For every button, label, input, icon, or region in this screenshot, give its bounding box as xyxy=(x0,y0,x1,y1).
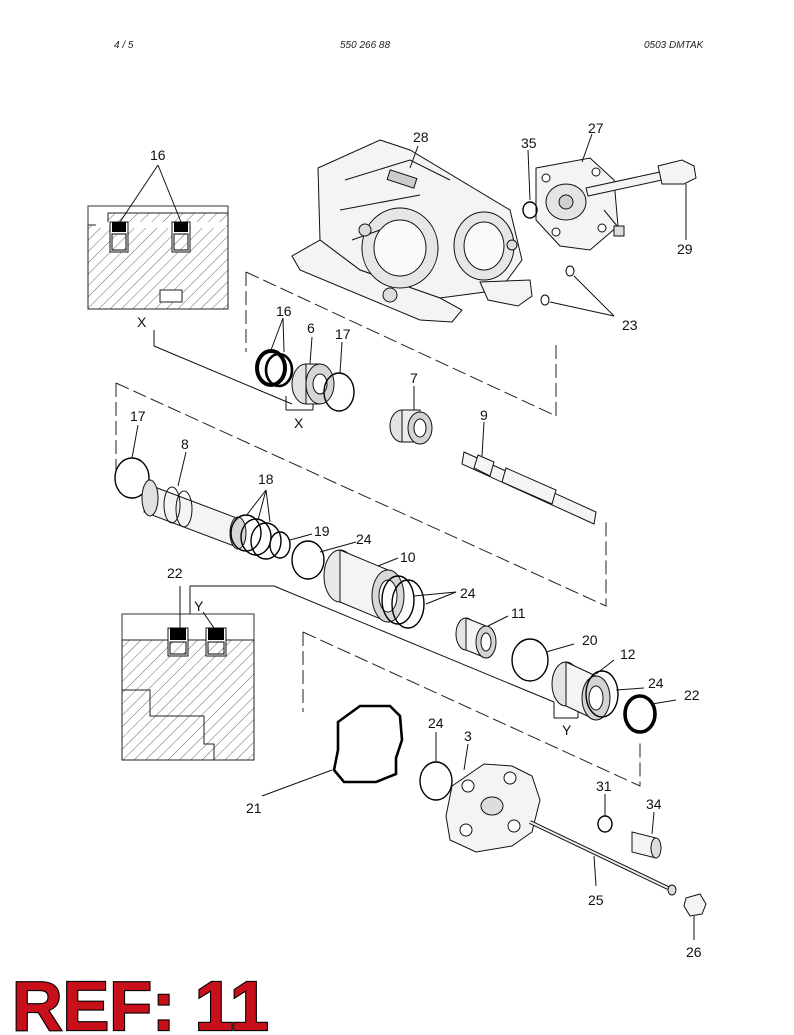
sleeve-part-11 xyxy=(455,615,509,659)
callout-3: 3 xyxy=(464,728,472,744)
detail-marker-y-target: Y xyxy=(562,722,572,738)
detail-marker-x-target: X xyxy=(294,415,304,431)
seal-detail-x xyxy=(87,164,229,310)
cover-part-27 xyxy=(535,133,625,251)
plug-part-34 xyxy=(631,811,662,859)
detail-marker-y: Y xyxy=(194,598,204,614)
ref-stamp: REF: 11 xyxy=(12,967,269,1035)
ring-part-24d xyxy=(419,732,453,801)
callout-17: 17 xyxy=(335,326,351,342)
callout-24: 24 xyxy=(356,531,372,547)
seal-part-16 xyxy=(255,317,294,388)
detail-marker-x: X xyxy=(137,314,147,330)
callout-31: 31 xyxy=(596,778,612,794)
callout-19: 19 xyxy=(314,523,330,539)
callout-16-detail: 16 xyxy=(150,147,166,163)
cover-part-3 xyxy=(445,743,541,853)
callout-16: 16 xyxy=(276,303,292,319)
housing-part-28 xyxy=(291,139,533,323)
callout-18: 18 xyxy=(258,471,274,487)
callout-22: 22 xyxy=(684,687,700,703)
callout-26: 26 xyxy=(686,944,702,960)
callout-7: 7 xyxy=(410,370,418,386)
page-number: 4 / 5 xyxy=(114,40,134,51)
sleeve-part-12 xyxy=(551,659,615,721)
gasket-part-21 xyxy=(261,704,404,797)
shaft-part-9 xyxy=(461,421,597,525)
callout-8: 8 xyxy=(181,436,189,452)
callout-17-lower: 17 xyxy=(130,408,146,424)
callout-23: 23 xyxy=(622,317,638,333)
callout-22-detail: 22 xyxy=(167,565,183,581)
seal-part-22 xyxy=(623,694,677,734)
document-number: 550 266 88 xyxy=(340,40,391,51)
callout-25: 25 xyxy=(588,892,604,908)
housing-part-10 xyxy=(323,549,405,623)
ring-part-35 xyxy=(522,149,538,219)
callout-24-right: 24 xyxy=(648,675,664,691)
document-code: 0503 DMTAK xyxy=(644,40,704,51)
nut-part-26 xyxy=(683,893,707,940)
rod-part-25 xyxy=(529,820,677,896)
bush-part-6 xyxy=(291,336,335,405)
callout-20: 20 xyxy=(582,632,598,648)
callout-27: 27 xyxy=(588,120,604,136)
ring-set-part-24b xyxy=(381,575,457,629)
ring-part-17b xyxy=(114,424,150,499)
callout-24-pair: 24 xyxy=(460,585,476,601)
callout-10: 10 xyxy=(400,549,416,565)
bush-part-7 xyxy=(389,386,433,445)
callout-35: 35 xyxy=(521,135,537,151)
callout-24-bottom: 24 xyxy=(428,715,444,731)
ring-part-17a xyxy=(323,341,355,412)
callout-9: 9 xyxy=(480,407,488,423)
callout-34: 34 xyxy=(646,796,662,812)
ring-part-19 xyxy=(269,531,313,559)
callout-21: 21 xyxy=(246,800,262,816)
bolt-part-29 xyxy=(585,159,697,240)
callout-29: 29 xyxy=(677,241,693,257)
seal-detail-y xyxy=(121,586,255,761)
ring-part-24c xyxy=(585,670,645,718)
callout-11: 11 xyxy=(511,605,526,621)
ring-part-20 xyxy=(511,638,575,682)
washer-part-31 xyxy=(597,794,613,833)
callout-6: 6 xyxy=(307,320,315,336)
callout-12: 12 xyxy=(620,646,636,662)
callout-28: 28 xyxy=(413,129,429,145)
ring-set-part-18 xyxy=(230,489,282,560)
ring-part-24a xyxy=(291,540,357,580)
